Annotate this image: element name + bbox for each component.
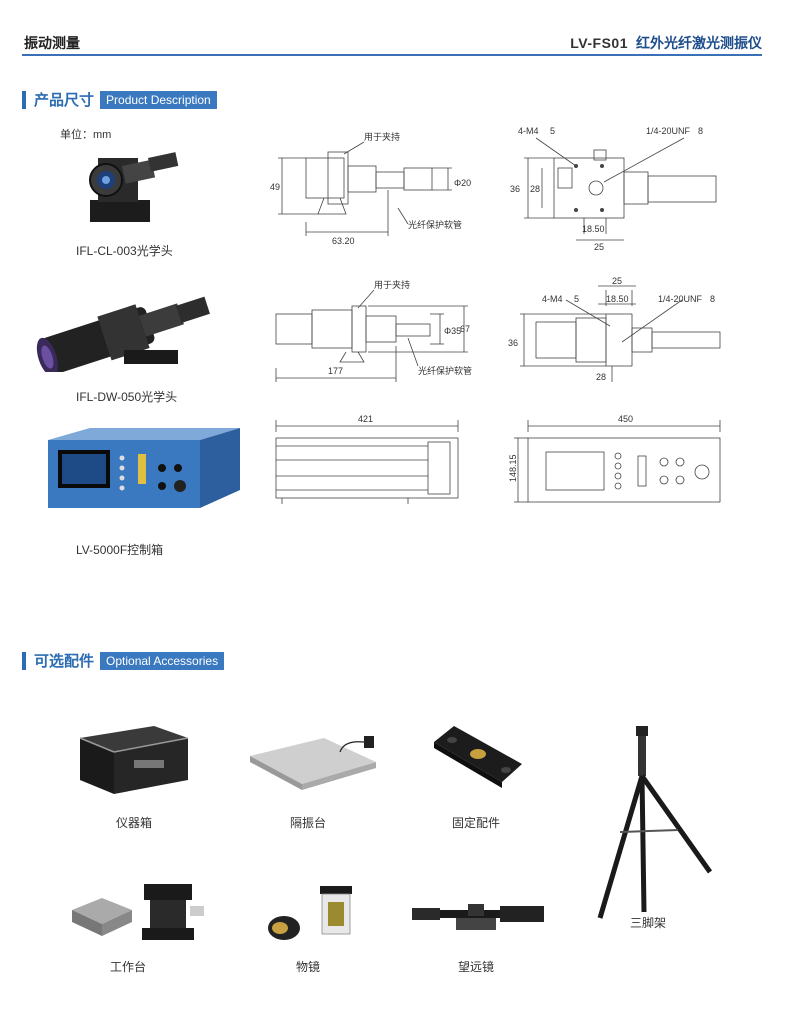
accessory-caption-objective: 物镜 bbox=[295, 960, 320, 974]
dim-h49: 49 bbox=[270, 182, 280, 192]
accessory-caption-telescope: 望远镜 bbox=[457, 960, 494, 974]
dim-h67: 67 bbox=[460, 324, 470, 334]
drawing-dw050-front: 25 4-M4 5 18.50 1/4-20UNF 8 36 28 bbox=[508, 276, 721, 382]
header-category: 振动测量 bbox=[24, 35, 80, 51]
product-caption-dw050: IFL-DW-050光学头 bbox=[76, 390, 178, 404]
section-marker bbox=[22, 651, 26, 670]
product-caption-controller: LV-5000F控制箱 bbox=[76, 543, 164, 557]
unit-label: 单位：mm bbox=[60, 129, 112, 141]
dim-w1850-1: 18.50 bbox=[582, 224, 605, 234]
dim-h28-2: 28 bbox=[596, 372, 606, 382]
dim-w6320: 63.20 bbox=[332, 236, 355, 246]
instrument-case-photo bbox=[79, 726, 189, 794]
product-caption-cl003: IFL-CL-003光学头 bbox=[76, 244, 173, 258]
section-title-en: Optional Accessories bbox=[100, 651, 225, 670]
dim-depth5-1: 5 bbox=[550, 126, 555, 136]
header-divider bbox=[22, 54, 762, 56]
isolation-table-photo bbox=[250, 736, 376, 790]
section-optional-accessories: 可选配件 Optional Accessories bbox=[22, 650, 225, 671]
optical-head-cl003-photo bbox=[89, 152, 179, 222]
accessory-caption-work-stage: 工作台 bbox=[109, 960, 146, 974]
section-marker bbox=[22, 90, 26, 109]
drawing-dw050-side: 用于夹持 Φ35 67 177 光纤保护软管 bbox=[275, 279, 472, 382]
dim-depth8-2: 8 bbox=[710, 294, 715, 304]
dim-w25-2: 25 bbox=[612, 276, 622, 286]
accessory-caption-tripod: 三脚架 bbox=[629, 916, 666, 930]
section-title-zh: 可选配件 bbox=[34, 653, 95, 670]
dim-depth5-2: 5 bbox=[574, 294, 579, 304]
objective-lens-photo bbox=[268, 886, 352, 940]
tripod-photo bbox=[597, 726, 713, 919]
dim-depth8-1: 8 bbox=[698, 126, 703, 136]
dim-clamp-label-2: 用于夹持 bbox=[374, 279, 410, 290]
dim-w177: 177 bbox=[328, 366, 343, 376]
control-box-photo bbox=[48, 428, 240, 508]
accessory-caption-isolation-table: 隔振台 bbox=[289, 816, 326, 830]
dim-h36-2: 36 bbox=[508, 338, 518, 348]
dim-w25-1: 25 bbox=[594, 242, 604, 252]
dim-phi20: Φ20 bbox=[454, 178, 471, 188]
drawing-cl003-front: 4-M4 5 1/4-20UNF 8 36 28 18.50 25 bbox=[510, 126, 717, 252]
dim-h14815: 148.15 bbox=[508, 454, 518, 482]
optical-head-dw050-photo bbox=[36, 296, 210, 372]
section-title-en: Product Description bbox=[100, 90, 217, 109]
dim-w450: 450 bbox=[618, 414, 633, 424]
dim-unf-2: 1/4-20UNF bbox=[658, 294, 703, 304]
section-product-dimensions: 产品尺寸 Product Description bbox=[22, 89, 217, 110]
header-product: LV-FS01 红外光纤激光测振仪 bbox=[570, 33, 762, 53]
accessory-caption-fixture: 固定配件 bbox=[451, 816, 500, 830]
dim-w1850-2: 18.50 bbox=[606, 294, 629, 304]
dim-unf-1: 1/4-20UNF bbox=[646, 126, 691, 136]
dim-clamp-label-1: 用于夹持 bbox=[364, 131, 400, 142]
dim-h36-1: 36 bbox=[510, 184, 520, 194]
work-stage-photo bbox=[72, 884, 204, 940]
drawing-cl003-side: 用于夹持 49 Φ20 63.20 光纤保护软管 bbox=[270, 131, 471, 246]
accessory-caption-case: 仪器箱 bbox=[115, 816, 152, 830]
dim-hose-label-1: 光纤保护软管 bbox=[408, 219, 462, 230]
dim-m4-1: 4-M4 bbox=[518, 126, 539, 136]
dim-h28-1: 28 bbox=[530, 184, 540, 194]
section-title-zh: 产品尺寸 bbox=[34, 92, 95, 109]
drawing-controller-front: 450 148.15 bbox=[508, 414, 721, 503]
dim-w421: 421 bbox=[358, 414, 373, 424]
dim-m4-2: 4-M4 bbox=[542, 294, 563, 304]
header-model: LV-FS01 bbox=[570, 35, 628, 51]
drawing-controller-top: 421 bbox=[275, 414, 459, 504]
fixing-fixture-photo bbox=[434, 726, 522, 788]
dim-hose-label-2: 光纤保护软管 bbox=[418, 365, 472, 376]
telescope-photo bbox=[412, 904, 544, 930]
dim-phi35: Φ35 bbox=[444, 326, 461, 336]
header-product-name: 红外光纤激光测振仪 bbox=[636, 35, 762, 51]
